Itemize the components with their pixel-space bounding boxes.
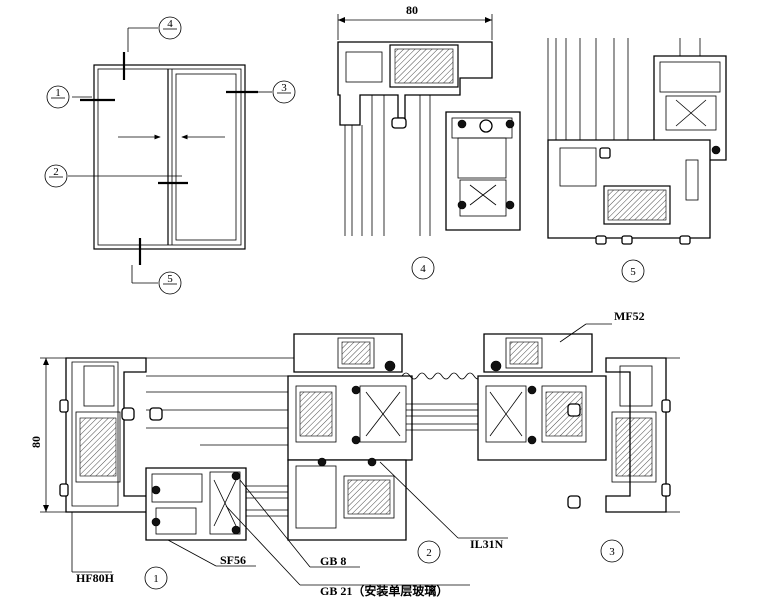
marker-label-2: 2 xyxy=(53,166,59,178)
detail-4-section: 80 xyxy=(337,3,521,236)
section-marker-1: 1 xyxy=(46,85,70,109)
section-marker-2: 2 xyxy=(44,164,68,188)
label-hf80h: HF80H xyxy=(76,571,115,585)
label-gb21: GB 21（安装单层玻璃） xyxy=(320,583,448,598)
marker-label-5: 5 xyxy=(167,273,173,285)
detail-4-caption: 4 xyxy=(411,256,435,280)
main-caption-1: 1 xyxy=(144,566,168,590)
main-horizontal-section: 80 xyxy=(29,323,680,586)
marker-label-4: 4 xyxy=(167,18,173,30)
main-dimension-80: 80 xyxy=(29,436,43,448)
main-caption-3-text: 3 xyxy=(609,546,615,558)
detail-4-dimension: 80 xyxy=(406,3,418,17)
main-caption-1-text: 1 xyxy=(153,573,159,585)
section-marker-5: 5 xyxy=(158,271,182,295)
main-caption-2-text: 2 xyxy=(426,547,432,559)
section-marker-3: 3 xyxy=(272,80,296,104)
label-il31n: IL31N xyxy=(470,537,504,551)
label-gb8: GB 8 xyxy=(320,554,346,568)
section-marker-4: 4 xyxy=(158,16,182,40)
label-sf56: SF56 xyxy=(220,553,246,567)
detail-5-caption-text: 5 xyxy=(630,266,636,278)
window-elevation xyxy=(68,27,272,284)
detail-5-caption: 5 xyxy=(621,259,645,283)
detail-4-caption-text: 4 xyxy=(420,263,426,275)
main-caption-3: 3 xyxy=(600,539,624,563)
label-mf52: MF52 xyxy=(614,309,645,323)
marker-label-3: 3 xyxy=(281,82,287,94)
marker-label-1: 1 xyxy=(55,87,61,99)
detail-5-section xyxy=(547,38,727,245)
main-caption-2: 2 xyxy=(417,540,441,564)
